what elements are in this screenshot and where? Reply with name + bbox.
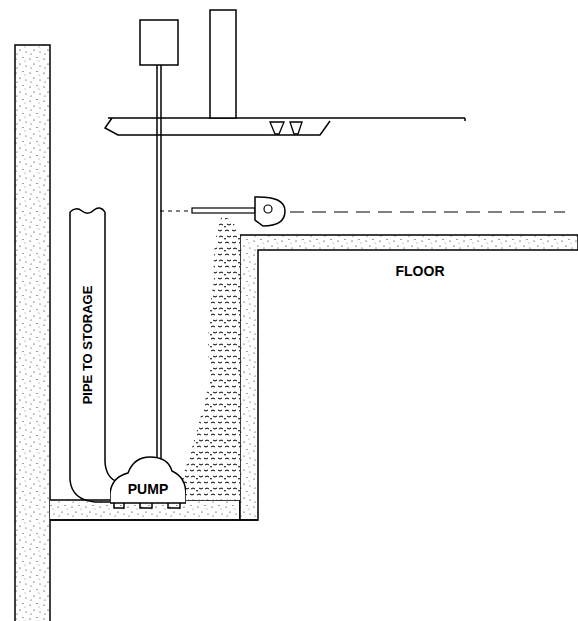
float-switch — [255, 197, 285, 226]
pump-shape — [110, 457, 186, 503]
motor — [140, 20, 178, 65]
water-level — [160, 210, 192, 211]
floor-slab — [240, 235, 578, 520]
float-rod — [192, 208, 255, 213]
part-label: PUMP — [128, 482, 168, 497]
gravel — [177, 215, 240, 500]
pump-body: PUMP — [110, 455, 186, 505]
pipe-label: PIPE TO STORAGE — [81, 286, 95, 405]
pipe — [105, 212, 118, 482]
pipe — [70, 212, 113, 502]
area-label: FLOOR — [396, 264, 445, 279]
shaft — [156, 65, 158, 458]
platform — [105, 118, 465, 135]
pipe-opening — [70, 208, 105, 213]
cups — [270, 122, 302, 134]
post — [210, 10, 236, 118]
water-level — [290, 211, 565, 212]
pump-outline — [110, 455, 186, 505]
left-wall — [15, 45, 50, 621]
